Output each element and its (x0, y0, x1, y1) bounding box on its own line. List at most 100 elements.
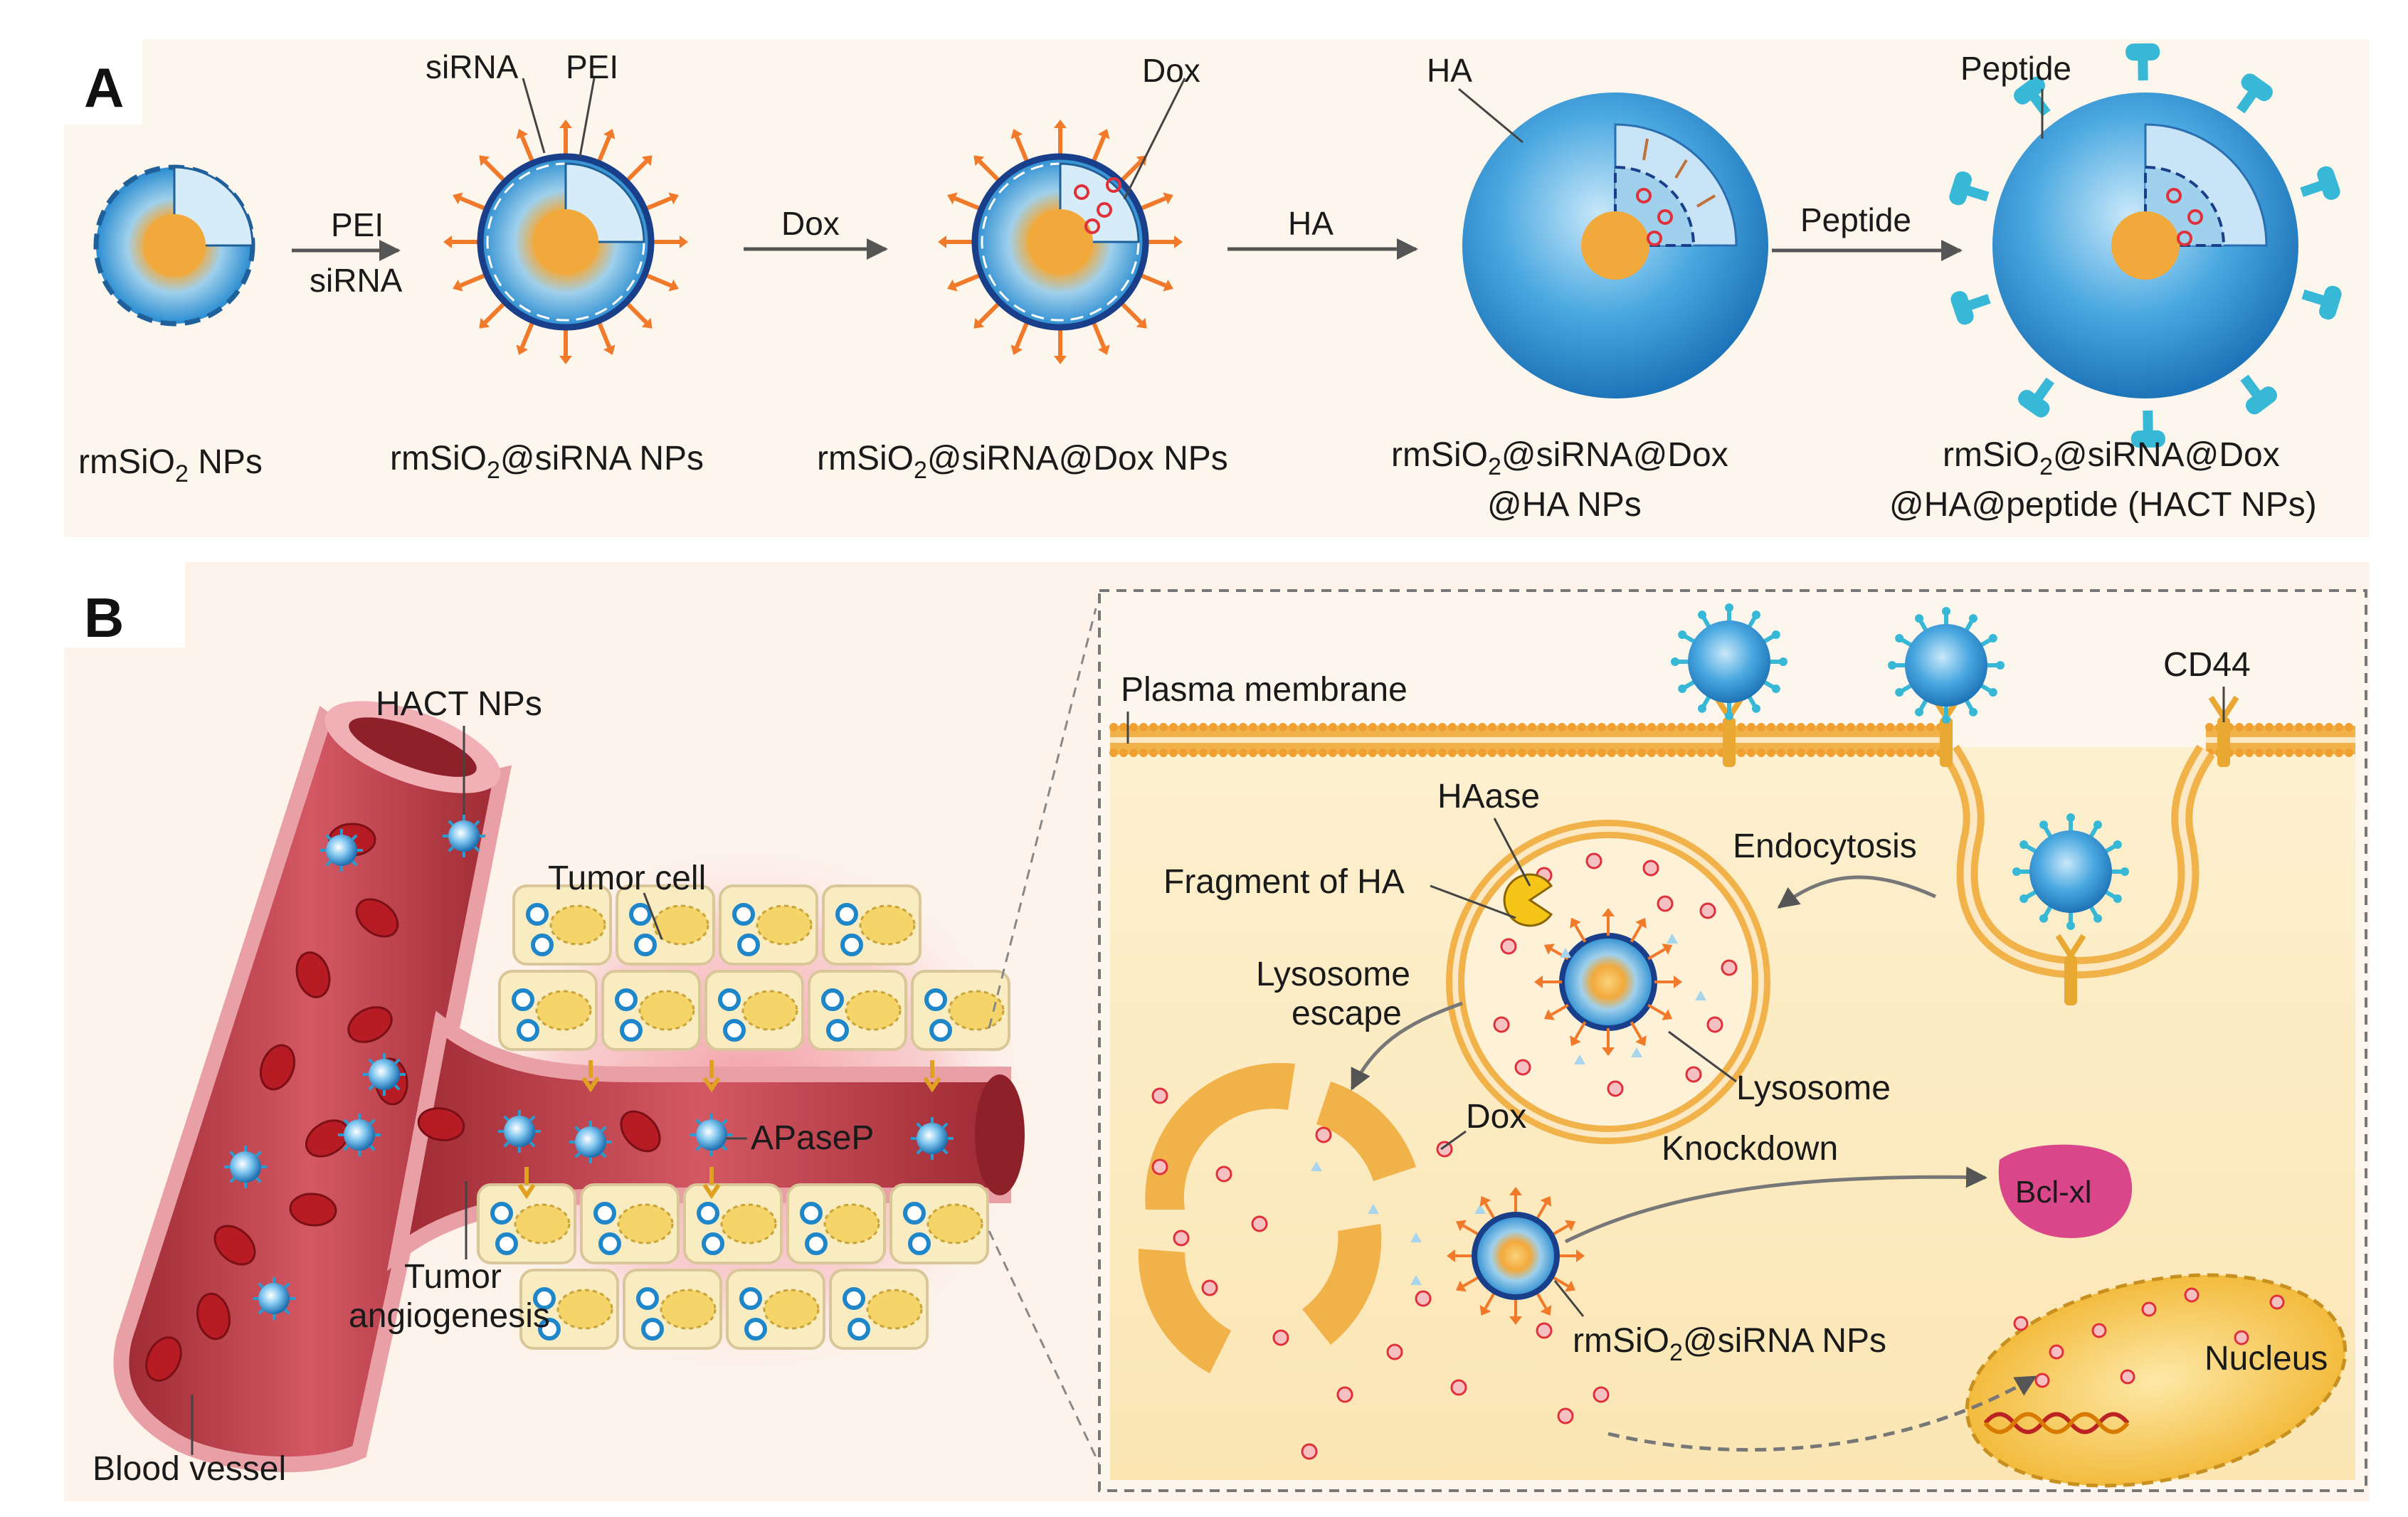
ha-fragment (1474, 1204, 1486, 1214)
endocytosis-arrow (1777, 875, 1937, 909)
label-lysosome-escape-1: Lysosome (1256, 956, 1410, 993)
callout-pei-label: PEI (566, 48, 618, 85)
sirna-strand (1630, 924, 1642, 943)
peptide-ligand (1950, 291, 1991, 325)
dox-molecule (1721, 959, 1738, 976)
sirna-strand (1574, 924, 1587, 943)
sirna-strand (1462, 1224, 1481, 1237)
callout-ha-label: HA (1427, 52, 1472, 89)
dox-molecule (1514, 1059, 1531, 1076)
sirna-strand (596, 136, 612, 164)
dox-molecule (2049, 1344, 2064, 1360)
hact-np (363, 1053, 406, 1096)
np-stage-2 (443, 120, 688, 364)
peptide-ligand (2014, 76, 2051, 117)
red-blood-cell (355, 898, 399, 938)
tumor-cell (498, 970, 598, 1051)
tumor-cell (519, 1269, 619, 1350)
broken-lysosome (1138, 1062, 1416, 1373)
haase-icon (1503, 873, 1553, 927)
red-blood-cell (620, 1110, 661, 1153)
dox-molecule (1536, 1322, 1553, 1339)
peptide-ligand (2240, 374, 2277, 415)
red-blood-cell (417, 1107, 465, 1141)
label-knockdown: Knockdown (1662, 1130, 1838, 1168)
sirna-strand (643, 273, 672, 288)
sirna-strand (1484, 1291, 1496, 1309)
knockdown-arrow (1564, 1166, 1987, 1244)
label-fragment-ha: Fragment of HA (1163, 863, 1405, 901)
dox-molecule (1436, 1141, 1453, 1158)
tumor-cell (829, 1269, 929, 1350)
callout-dox-label: Dox (1142, 52, 1200, 89)
arrow-3-top-label: HA (1288, 205, 1334, 242)
dox-molecule (2141, 1301, 2157, 1317)
nuclear-entry-arrow (1607, 1375, 2037, 1452)
panel-a-background (64, 39, 2370, 537)
bcl-xl-protein: Bcl-xl (1998, 1144, 2133, 1238)
dox-molecule (1173, 1230, 1190, 1247)
dox-molecule (1386, 1343, 1403, 1360)
sirna-strand (1091, 319, 1107, 348)
label-rmsio2-sirna: rmSiO2@siRNA NPs (1573, 1322, 1886, 1366)
hact-np (253, 1277, 295, 1320)
tumor-cell (889, 1183, 989, 1264)
tumor-cells (477, 884, 1010, 1350)
dox-molecule (1151, 1158, 1168, 1175)
tumor-cell (786, 1183, 886, 1264)
hact-np (569, 1121, 612, 1163)
sirna-strand (624, 300, 648, 324)
dox-molecule (2091, 1323, 2107, 1338)
arrow-2-top-label: Dox (781, 205, 840, 242)
sirna-strand (1647, 1003, 1666, 1016)
dox-molecule (2184, 1287, 2200, 1303)
dna-helix (1983, 1412, 2130, 1434)
tumor-cell (616, 884, 715, 966)
dox-molecule (1593, 1386, 1610, 1403)
label-plasma-membrane: Plasma membrane (1121, 671, 1408, 709)
peptide-ligand (2130, 410, 2165, 448)
callout-sirna-label: siRNA (426, 48, 519, 85)
sirna-strand (1574, 1021, 1587, 1040)
apasep-receptor (923, 1060, 941, 1093)
apasep-receptor (702, 1060, 721, 1093)
sirna-strand (1535, 1291, 1548, 1309)
callout-sirna: siRNA (426, 48, 546, 154)
dox-molecule (1415, 1290, 1432, 1307)
ha-fragment (1695, 990, 1706, 1000)
panel-a: A PEI siRNA siRNA PEI (64, 39, 2370, 537)
dox-molecule (1450, 1379, 1467, 1396)
dox-molecule (1151, 1087, 1168, 1104)
tumor-cell (601, 970, 701, 1051)
peptide-ligand (2301, 285, 2342, 320)
np-stage-5 (1949, 43, 2342, 448)
np-stage-1 (93, 164, 255, 327)
lysosome (1446, 820, 1770, 1144)
sirna-strand (1551, 1003, 1569, 1016)
dox-molecule (2034, 1373, 2050, 1388)
tumor-cell (822, 884, 922, 966)
sirna-strand (1138, 196, 1166, 211)
hact-np (498, 1110, 541, 1153)
peptide-ligand (2300, 166, 2340, 200)
label-nucleus: Nucleus (2204, 1340, 2328, 1378)
apasep-receptor (581, 1060, 600, 1093)
np-stage-4 (1462, 92, 1768, 398)
sirna-strand (643, 196, 672, 211)
dox-molecule (1607, 1080, 1624, 1097)
callout-dox: Dox (1123, 52, 1200, 200)
escape-arrow (1350, 1001, 1463, 1091)
stage-5-label-line1: rmSiO2@siRNA@Dox (1943, 436, 2280, 480)
dox-molecule (1706, 1016, 1723, 1033)
panel-a-letter: A (84, 56, 124, 119)
sirna-strand (1119, 300, 1143, 324)
sirna-strand (483, 159, 507, 184)
panel-a-letter-box (64, 39, 142, 125)
dox-molecule (1336, 1386, 1353, 1403)
sirna-strand (1630, 1021, 1642, 1040)
sirna-strand (978, 300, 1002, 324)
stage-4-label-line2: @HA NPs (1487, 486, 1642, 524)
sirna-strand (1138, 273, 1166, 288)
tumor-cell (704, 970, 804, 1051)
peptide-ligands (1949, 43, 2342, 448)
